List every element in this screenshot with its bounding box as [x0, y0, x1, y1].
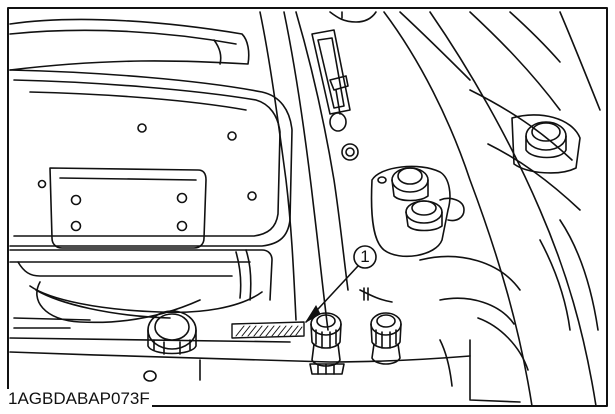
- seat: [9, 18, 293, 343]
- bolt: [143, 370, 157, 382]
- power-socket: [370, 165, 465, 258]
- callout-number: 1: [360, 247, 370, 266]
- callout-arrowhead: [305, 304, 321, 323]
- figure-id-caption: 1AGBDABAP073F: [6, 389, 152, 409]
- fender: [359, 11, 601, 407]
- control-knob-right: [370, 312, 402, 365]
- cable-marks: [363, 287, 369, 301]
- control-knob-left: [309, 312, 345, 375]
- console-panel: [259, 11, 377, 331]
- floor-line: [9, 351, 471, 363]
- frame-border: [7, 7, 608, 407]
- label-decal: [231, 321, 305, 339]
- adjust-knob: [147, 310, 197, 355]
- callout-circle: [353, 245, 377, 269]
